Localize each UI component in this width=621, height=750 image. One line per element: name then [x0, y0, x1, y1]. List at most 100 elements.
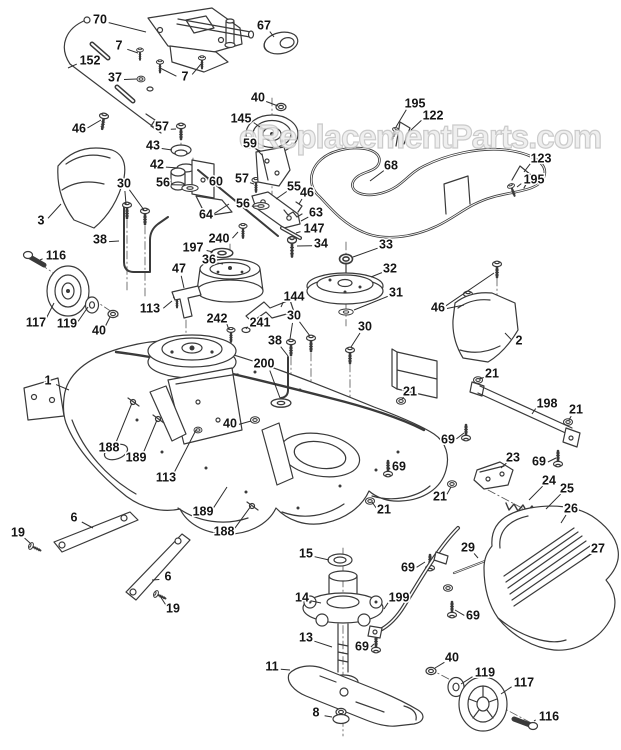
- part-label-43: 43: [146, 139, 160, 153]
- bolt-69: [460, 423, 472, 443]
- part-label-46: 46: [72, 122, 86, 136]
- part-label-198: 198: [537, 397, 558, 411]
- leader-line: [500, 686, 512, 695]
- washer-31: [338, 308, 354, 316]
- part-label-69: 69: [532, 455, 546, 469]
- brake-arm: [469, 381, 581, 448]
- leader-line: [151, 579, 160, 581]
- part-label-57: 57: [235, 172, 249, 186]
- part-label-200: 200: [254, 357, 275, 371]
- part-label-68: 68: [384, 159, 398, 173]
- clutch-cable: [63, 16, 162, 134]
- part-label-38: 38: [268, 334, 282, 348]
- part-label-57: 57: [155, 120, 169, 134]
- leader-line: [371, 501, 377, 509]
- leader-line: [280, 668, 291, 671]
- part-label-32: 32: [383, 262, 397, 276]
- belt-guard-tube: [367, 526, 460, 639]
- part-label-21: 21: [403, 385, 417, 399]
- leader-line: [370, 643, 375, 648]
- leader-line: [128, 189, 145, 211]
- mulch-cover: [452, 259, 519, 363]
- leader-line: [516, 183, 522, 188]
- part-label-26: 26: [564, 502, 578, 516]
- leader-line: [123, 78, 138, 80]
- belt-cover: [483, 505, 619, 651]
- leader-line: [434, 661, 445, 669]
- leader-line: [108, 22, 147, 33]
- part-label-189: 189: [126, 451, 147, 465]
- leader-line: [352, 247, 378, 258]
- mower-deck: [23, 334, 574, 655]
- leader-line: [500, 462, 507, 469]
- part-label-119: 119: [475, 666, 495, 680]
- idler-arm-hardware: [170, 121, 303, 258]
- part-label-242: 242: [207, 312, 228, 326]
- part-label-67: 67: [257, 19, 271, 33]
- leader-line: [504, 332, 512, 340]
- screw-7: [155, 58, 165, 74]
- leader-line: [388, 467, 391, 470]
- leader-line: [233, 505, 252, 530]
- washer-200: [270, 398, 292, 408]
- part-label-47: 47: [172, 262, 186, 276]
- leader-line: [173, 429, 197, 475]
- deflector-shield: [57, 147, 126, 229]
- leader-line: [370, 272, 383, 278]
- leader-line: [39, 258, 43, 261]
- part-label-117: 117: [26, 316, 46, 330]
- leader-line: [528, 485, 543, 501]
- leader-line: [217, 262, 224, 265]
- idler-pulley-145: [245, 102, 299, 187]
- nut-37: [136, 75, 146, 83]
- leader-line: [214, 203, 230, 215]
- leader-line: [127, 48, 139, 54]
- nut-21: [446, 480, 458, 488]
- leader-line: [383, 602, 389, 610]
- leader-line: [280, 346, 289, 357]
- leader-line: [165, 166, 180, 169]
- part-label-6: 6: [71, 511, 78, 525]
- part-label-6: 6: [165, 570, 172, 584]
- leader-line: [256, 148, 263, 156]
- leader-line: [410, 120, 422, 131]
- part-label-2: 2: [516, 334, 523, 348]
- part-label-144: 144: [284, 290, 305, 304]
- part-label-241: 241: [250, 316, 271, 330]
- gauge-wheel-right: [425, 666, 539, 732]
- part-label-19: 19: [166, 602, 180, 616]
- bolt-30: [305, 333, 317, 353]
- washer-56: [181, 184, 199, 192]
- part-label-21: 21: [433, 490, 447, 504]
- part-label-37: 37: [108, 71, 122, 85]
- part-label-69: 69: [441, 433, 455, 447]
- bolt-30: [285, 337, 297, 357]
- nut-40: [107, 309, 119, 319]
- part-label-30: 30: [287, 309, 301, 323]
- belt-keeper-wire: [395, 121, 411, 147]
- part-label-46: 46: [300, 186, 314, 200]
- part-label-188: 188: [214, 525, 235, 539]
- leader-line: [232, 231, 239, 239]
- part-label-59: 59: [243, 137, 257, 151]
- leader-line: [395, 109, 407, 128]
- part-label-63: 63: [309, 206, 323, 220]
- mower-blade: [287, 665, 424, 727]
- leader-line: [81, 521, 94, 529]
- part-label-40: 40: [445, 651, 459, 665]
- leader-line: [568, 415, 572, 421]
- leader-line: [161, 148, 173, 151]
- part-label-145: 145: [231, 112, 252, 126]
- leader-line: [55, 384, 70, 391]
- leader-line: [124, 190, 127, 205]
- screw-19: [26, 540, 43, 555]
- leader-line: [191, 63, 202, 75]
- leader-line: [45, 302, 55, 320]
- deck-hanger-rods: [121, 200, 356, 399]
- part-label-69: 69: [355, 640, 369, 654]
- part-label-15: 15: [299, 547, 313, 561]
- leader-line: [324, 715, 333, 718]
- nut-40: [425, 666, 437, 676]
